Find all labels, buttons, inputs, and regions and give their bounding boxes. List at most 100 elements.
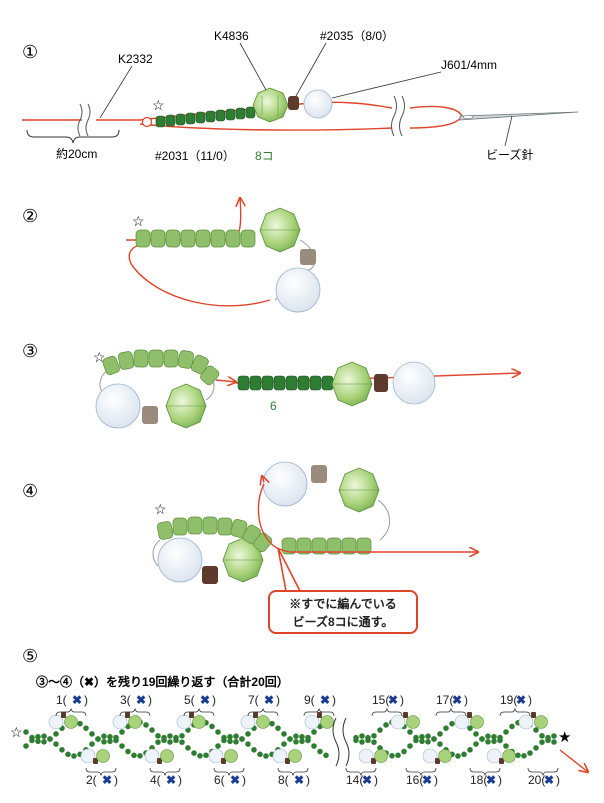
seed-bead [155, 733, 161, 739]
crystal-bead [438, 749, 452, 763]
seed-bead [503, 729, 509, 735]
spacer-bead [317, 712, 322, 718]
callout-line-2: ビーズ8コに通す。 [292, 615, 394, 629]
repeat-label: 5(✖) [183, 693, 216, 717]
seed-bead [371, 739, 377, 745]
cross-mark-icon: ✖ [452, 693, 462, 707]
seed-bead [83, 725, 89, 731]
seed-bead [119, 743, 125, 749]
crystal-bead [252, 87, 289, 123]
thread [262, 476, 264, 482]
step-2-number: ② [22, 206, 38, 226]
seed-bead [437, 741, 443, 747]
crystal-bead [320, 715, 334, 729]
round-bead [272, 748, 288, 764]
repeat-label: 6(✖) [213, 767, 246, 787]
top-repeat-labels: 1(✖)3(✖)5(✖)7(✖)9(✖)15(✖)17(✖)19(✖) [55, 693, 532, 717]
repeat-paren: ) [556, 773, 560, 787]
cross-mark-icon: ✖ [544, 773, 554, 787]
thread [257, 483, 478, 552]
repeat-paren: ) [528, 693, 532, 707]
seed-bead [257, 751, 263, 758]
repeat-number: 18( [470, 773, 487, 787]
label-k2332: K2332 [118, 52, 153, 66]
seed-bead [53, 731, 59, 737]
seed-bead [203, 752, 209, 759]
seed-bead [143, 722, 149, 728]
repeat-bracket [435, 707, 467, 717]
seed-bead [191, 750, 197, 756]
thread [409, 105, 463, 129]
seed-bead [161, 734, 167, 741]
repeat-bracket [183, 707, 215, 717]
seed-bead [227, 738, 233, 745]
step-1: ① ☆ [22, 29, 579, 163]
seed-bead [353, 734, 359, 741]
round-bead [390, 714, 406, 730]
seed-bead [533, 727, 539, 733]
seed-bead [23, 743, 29, 749]
repeat-number: 20( [528, 773, 545, 787]
callout-pointer [277, 547, 302, 592]
seed-bead [167, 739, 173, 745]
repeat-paren: ) [400, 693, 404, 707]
repeat-number: 6( [214, 773, 225, 787]
seed-bead [479, 736, 485, 742]
repeat-number: 4( [150, 773, 161, 787]
spacer-bead [93, 758, 98, 764]
crystal-bead [406, 715, 420, 729]
seed-bead [41, 733, 47, 739]
repeat-number: 9( [304, 693, 315, 707]
seed-bead [149, 727, 155, 733]
seed-bead [281, 731, 287, 737]
seed-bead [233, 739, 239, 745]
cross-mark-icon: ✖ [422, 773, 432, 787]
repeat-number: 1( [56, 693, 67, 707]
repeat-label: 16(✖) [405, 767, 438, 787]
round-bead [157, 537, 203, 583]
spacer-bead [285, 758, 290, 764]
seed-bead [455, 753, 461, 759]
crystal-bead [64, 715, 78, 729]
round-bead [262, 461, 308, 507]
seed-bead [227, 733, 233, 740]
seed-bead [509, 723, 515, 730]
spacer-bead [531, 712, 536, 718]
seed-bead [419, 733, 425, 740]
break-mark-icon [391, 95, 405, 137]
start-star: ☆ [152, 97, 165, 113]
cross-mark-icon: ✖ [102, 773, 112, 787]
repeat-number: 14( [346, 773, 363, 787]
cross-mark-icon: ✖ [72, 693, 82, 707]
seed-bead [197, 753, 203, 759]
repeat-bracket [277, 767, 309, 777]
seed-bead [503, 743, 509, 749]
seed-bead [167, 733, 173, 739]
seed-bead [263, 753, 269, 759]
crystal-bead [502, 749, 516, 763]
seed-bead [245, 741, 251, 747]
break-mark-icon [332, 717, 350, 767]
seed-bead [395, 752, 401, 759]
round-bead [240, 714, 256, 730]
repeat-paren: ) [84, 693, 88, 707]
crystal-bead [256, 715, 270, 729]
repeat-bracket [247, 707, 279, 717]
repeat-label: 14(✖) [345, 767, 378, 787]
cross-mark-icon: ✖ [264, 693, 274, 707]
seed-bead [59, 747, 65, 753]
spacer-bead [499, 758, 504, 764]
repeat-paren: ) [306, 773, 310, 787]
repeat-label: 2(✖) [85, 767, 118, 787]
step-3-number: ③ [22, 341, 38, 361]
crystal-bead [331, 361, 373, 407]
seed-bead [107, 738, 113, 745]
repeat-paren: ) [434, 773, 438, 787]
repeat-bracket [499, 707, 531, 717]
spacer-bead [435, 758, 440, 764]
seed-bead [251, 747, 257, 753]
round-bead [303, 89, 333, 119]
seed-bead [101, 739, 107, 745]
repeat-bracket [55, 707, 87, 717]
